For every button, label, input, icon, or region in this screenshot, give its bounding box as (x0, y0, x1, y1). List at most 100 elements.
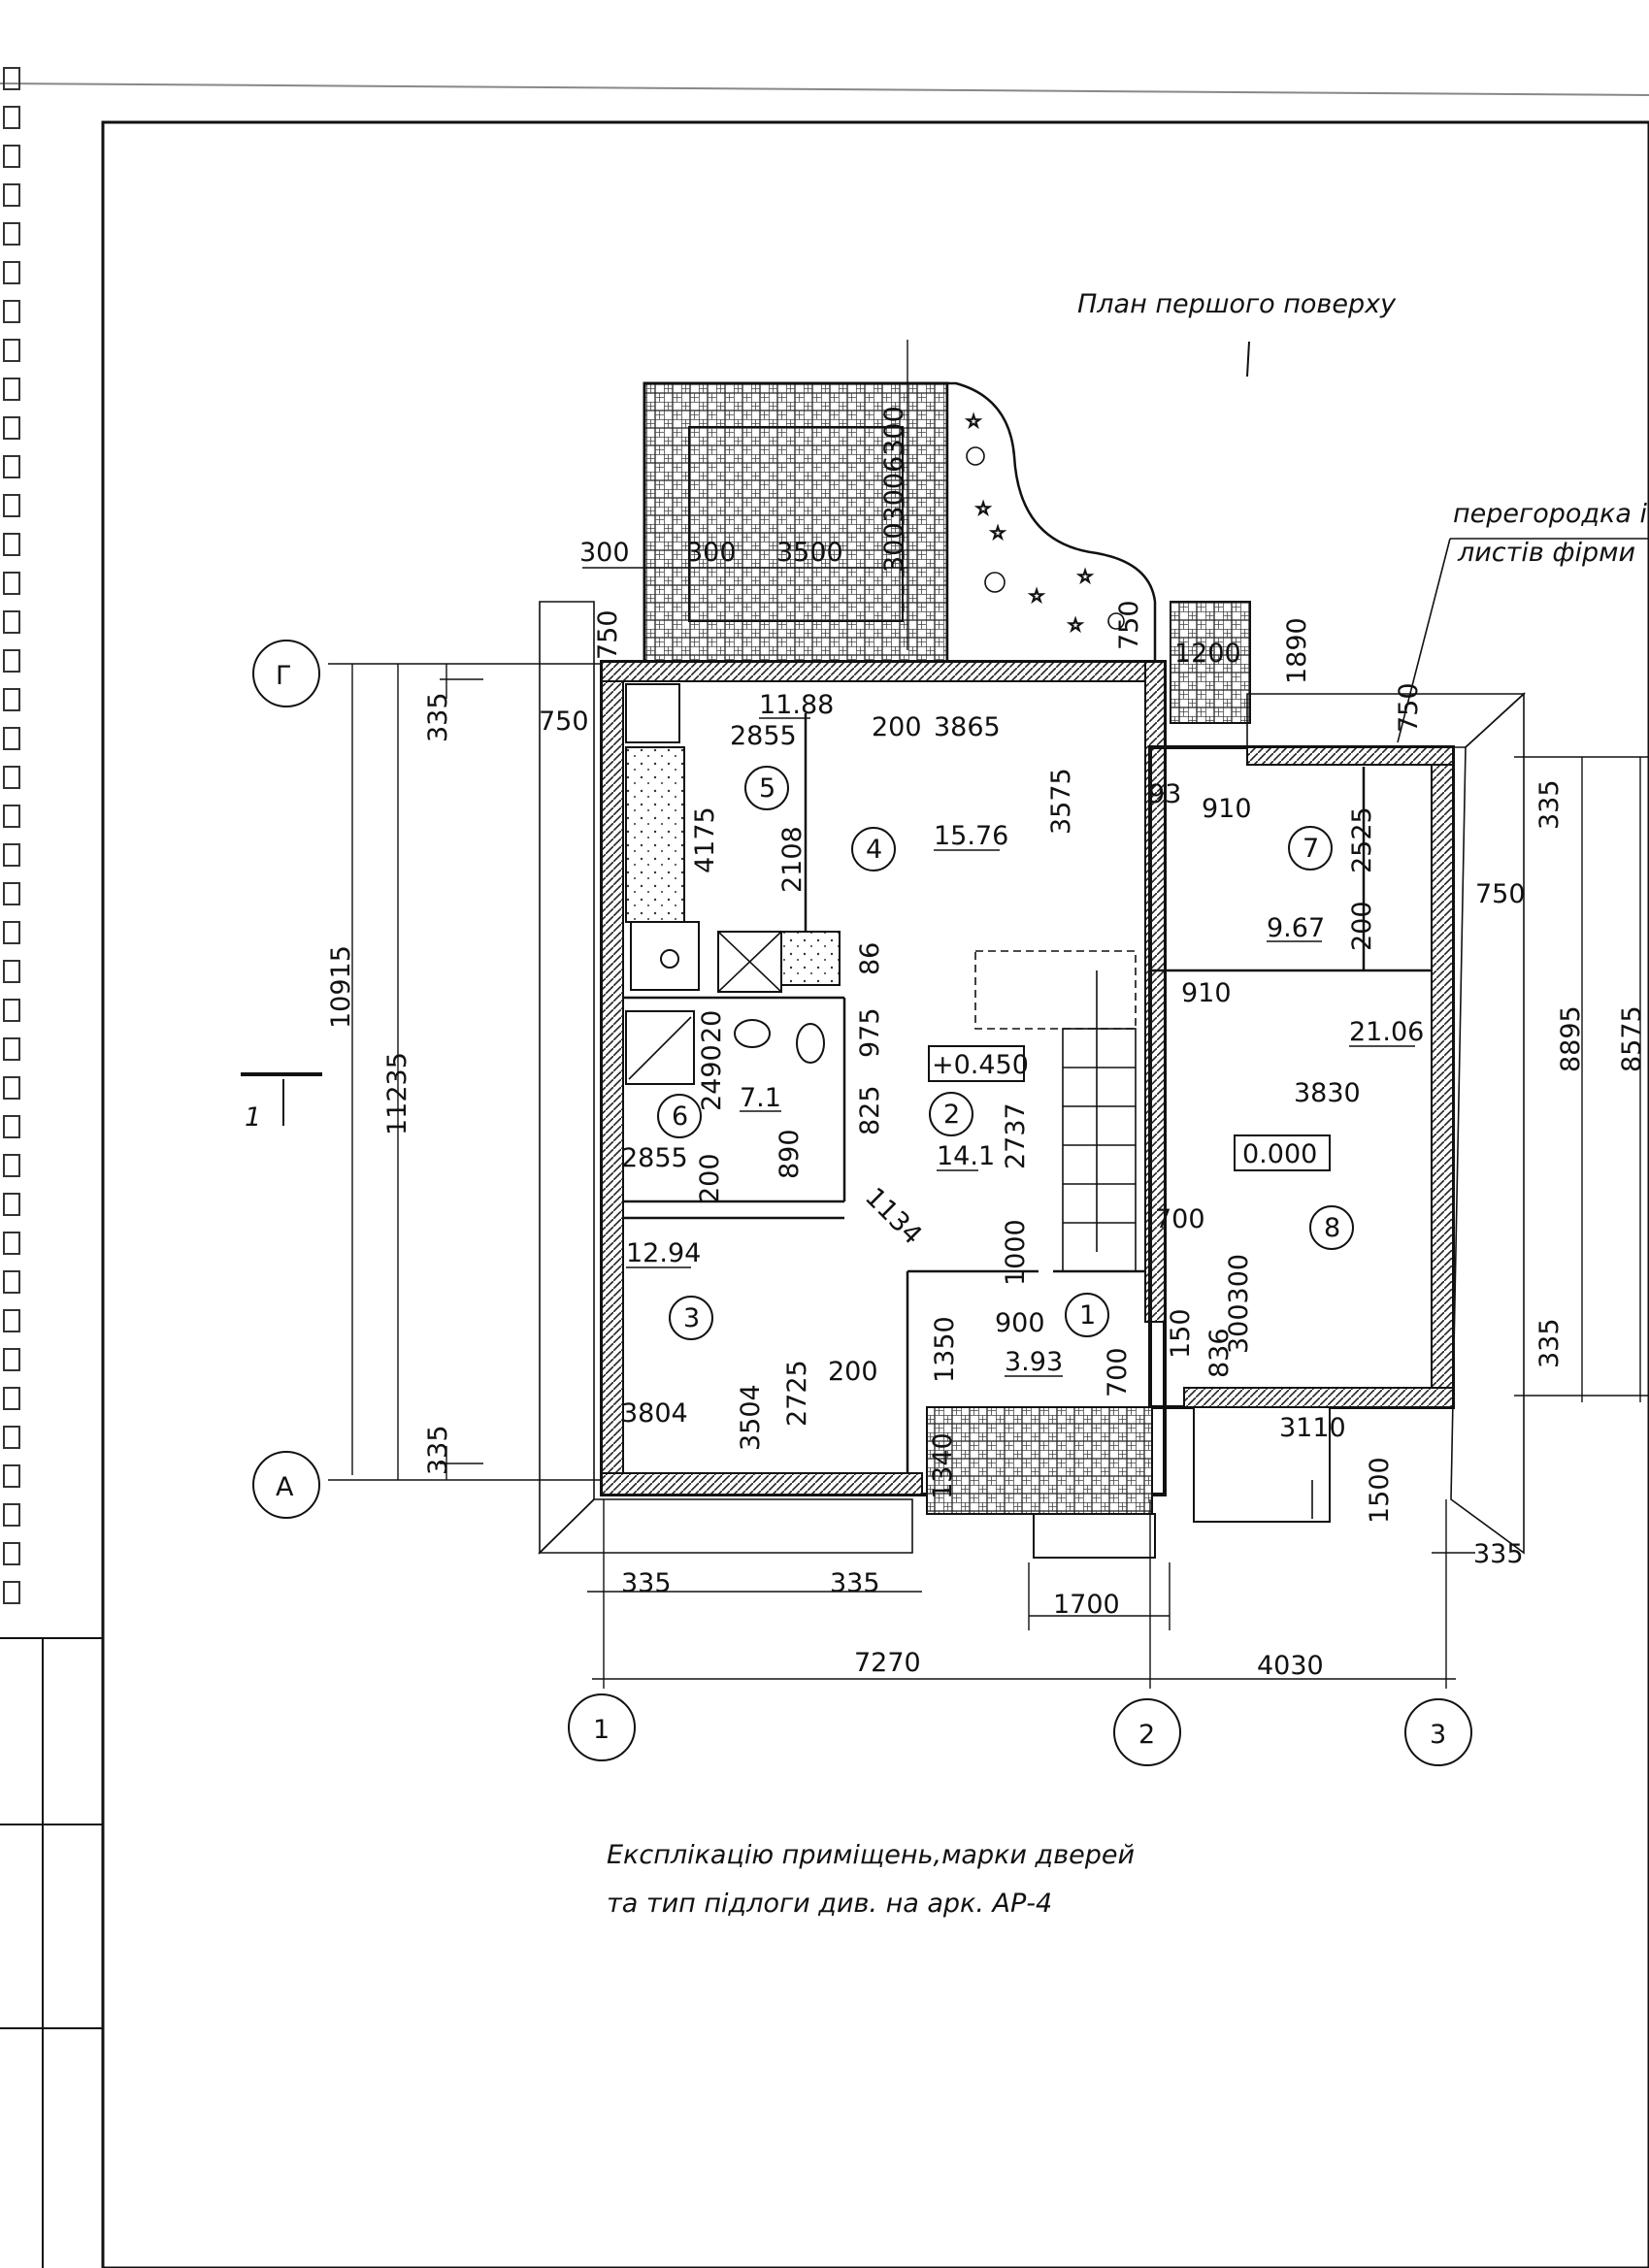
binding-hole (3, 222, 20, 246)
dim-right-top: 335 (1534, 779, 1565, 830)
partition-note-line-1: перегородка і (1453, 499, 1647, 529)
dim-r4-200: 200 (872, 712, 922, 742)
room-tag-number-3: 3 (683, 1303, 700, 1333)
room-7-area: 9.67 (1267, 913, 1325, 943)
dim-r7-750-top: 750 (1394, 682, 1424, 733)
dim-r7-2525: 2525 (1347, 806, 1377, 873)
entrance-steps (1033, 1513, 1156, 1559)
binding-hole (3, 1232, 20, 1255)
binding-hole (3, 494, 20, 517)
dim-r2-1000: 1000 (1001, 1219, 1031, 1286)
dim-r7-200: 200 (1347, 901, 1377, 951)
binding-hole (3, 416, 20, 440)
level-box-upper (928, 1045, 1025, 1082)
main-wall-hatch-bottom (601, 1472, 923, 1496)
svg-text:☆: ☆ (1068, 615, 1083, 636)
dim-r6-2855: 2855 (621, 1143, 688, 1173)
binding-hole (3, 688, 20, 711)
dim-terrace-300-a: 300 (579, 538, 630, 568)
dim-terrace-750-a: 750 (593, 609, 623, 660)
dim-r2-2737: 2737 (1001, 1102, 1031, 1169)
dim-r1-700: 700 (1103, 1347, 1133, 1397)
dim-right-overall: 8575 (1617, 1005, 1647, 1072)
dim-r1-1340: 1340 (928, 1432, 958, 1499)
right-dimension-lines (1514, 756, 1649, 1402)
level-box-lower (1234, 1134, 1331, 1171)
plan-title: План першого поверху (1077, 289, 1397, 319)
dim-r8-300300: 300300 (1224, 1254, 1254, 1354)
room-8-area: 21.06 (1349, 1017, 1424, 1047)
room-tag-circle-6 (657, 1094, 702, 1138)
dim-r2-86: 86 (855, 942, 885, 975)
svg-text:☆: ☆ (966, 411, 981, 432)
room-tag-number-8: 8 (1324, 1213, 1340, 1243)
dim-r3-2725: 2725 (782, 1360, 812, 1427)
kitchen-counter (625, 746, 685, 923)
dim-left-top: 335 (423, 692, 453, 742)
binding-hole (3, 533, 20, 556)
room-3-area: 12.94 (626, 1238, 701, 1268)
dim-right-inner: 8895 (1556, 1005, 1586, 1072)
level-lower: 0.000 (1242, 1139, 1317, 1169)
left-stamp-column (0, 1637, 103, 2268)
dim-left-750: 750 (539, 707, 589, 737)
binding-hole (3, 1581, 20, 1604)
dim-r7-750: 750 (1475, 879, 1526, 909)
axis-bubble-2 (1113, 1698, 1181, 1766)
kitchen-counter-2 (780, 931, 841, 986)
axis-label-1: 1 (593, 1715, 610, 1745)
sink-bowl (660, 949, 679, 969)
dim-r8-3110: 3110 (1279, 1413, 1346, 1443)
dim-r4-3575: 3575 (1046, 768, 1076, 835)
room-2-area: 14.1 (937, 1141, 995, 1171)
bottom-dimension-lines (587, 1552, 1475, 1680)
main-wall-hatch-left (601, 661, 624, 1496)
binding-hole (3, 339, 20, 362)
room-tag-number-5: 5 (759, 773, 775, 804)
dim-r2-1134: 1134 (859, 1182, 928, 1251)
axis-lines (328, 663, 1447, 1689)
binding-hole (3, 1426, 20, 1449)
binding-hole (3, 960, 20, 983)
binding-hole (3, 1503, 20, 1527)
binding-hole (3, 1154, 20, 1177)
dim-stair-1890: 1890 (1282, 617, 1312, 684)
room-tag-circle-3 (669, 1296, 713, 1340)
dim-left-overall: 10915 (326, 945, 356, 1029)
room-tag-number-2: 2 (943, 1100, 960, 1130)
binding-hole (3, 805, 20, 828)
svg-text:☆: ☆ (1077, 567, 1093, 587)
binding-hole (3, 766, 20, 789)
svg-text:☆: ☆ (975, 499, 991, 519)
room-tag-circle-1 (1065, 1293, 1109, 1337)
room-tag-circle-7 (1288, 826, 1333, 871)
dim-terrace-750-b: 750 (1114, 600, 1144, 650)
room-5-area: 11.88 (759, 690, 834, 720)
dim-r3-3504: 3504 (736, 1384, 766, 1451)
binding-hole (3, 1464, 20, 1488)
svg-text:☆: ☆ (990, 523, 1006, 543)
dim-left-bottom: 335 (423, 1425, 453, 1475)
garden-bed (945, 381, 1157, 672)
room-tag-circle-4 (851, 827, 896, 871)
binding-hole (3, 261, 20, 284)
binding-hole (3, 300, 20, 323)
partition-note-line-2: листів фірми (1457, 538, 1635, 568)
svg-text:☆: ☆ (1029, 586, 1044, 607)
axis-bubble-A (252, 1451, 320, 1519)
dim-axis-1-2: 7270 (854, 1648, 921, 1678)
dim-r8-700: 700 (1155, 1204, 1205, 1234)
dim-r5-4175: 4175 (690, 806, 720, 873)
blind-area-bottom (538, 1498, 913, 1554)
binding-hole (3, 1115, 20, 1138)
dim-r5-2855: 2855 (730, 721, 797, 751)
axis-label-3: 3 (1430, 1720, 1446, 1750)
dim-r1-1350: 1350 (930, 1316, 960, 1383)
dim-terrace-300300: 3003006300 (879, 406, 909, 573)
shower-diagonal (628, 1016, 692, 1080)
main-wall-hatch-top (601, 661, 1166, 682)
sheet-top-rule (0, 82, 1649, 96)
dim-r6-20: 20 (697, 1010, 727, 1043)
fridge (625, 683, 680, 743)
blind-area-right (1450, 692, 1525, 1555)
